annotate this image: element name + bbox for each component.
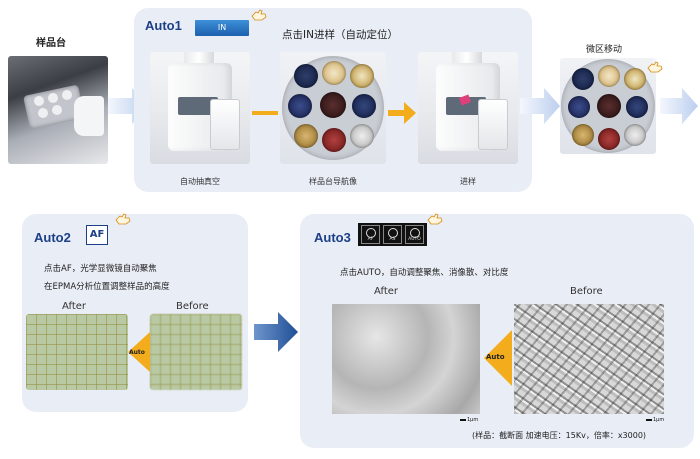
micro-move-label: 微区移动 xyxy=(586,45,623,55)
holder-navigation-photo xyxy=(280,52,386,164)
auto3-orange-arrow xyxy=(484,330,512,386)
pointer-hand-icon xyxy=(115,213,131,225)
loading-instrument-photo xyxy=(418,52,518,164)
caption-auto-vacuum: 自动抽真空 xyxy=(180,177,220,186)
scale-bar-left: 1μm xyxy=(460,417,478,423)
caption-loading: 进样 xyxy=(460,177,476,186)
auto1-heading: 点击IN进样（自动定位） xyxy=(282,29,398,41)
auto2-title: Auto2 xyxy=(34,230,71,245)
pointer-hand-icon xyxy=(251,9,267,21)
auto2-orange-arrow xyxy=(128,332,150,372)
sem-after-image xyxy=(332,304,480,414)
flow-arrow-4 xyxy=(254,312,298,352)
auto2-desc-line1: 点击AF，光学显微镜自动聚焦 xyxy=(44,264,157,274)
auto3-arrow-label: Auto xyxy=(486,353,505,361)
sample-stage-photo xyxy=(8,56,108,164)
af-icon[interactable]: AF xyxy=(361,225,380,244)
pointer-hand-icon xyxy=(427,213,443,225)
auto3-desc: 点击AUTO，自动调整聚焦、消像散、对比度 xyxy=(340,268,509,278)
orange-arrow-1 xyxy=(388,102,416,124)
orange-connector-line xyxy=(252,111,278,115)
sem-before-image xyxy=(514,304,664,414)
auto2-arrow-label: Auto xyxy=(129,349,145,356)
auto2-before-label: Before xyxy=(176,301,209,312)
pointer-hand-icon xyxy=(647,61,663,73)
auto2-after-label: After xyxy=(62,301,87,312)
auto2-desc-line2: 在EPMA分析位置调整样品的高度 xyxy=(44,282,170,292)
optical-before-image xyxy=(150,314,242,390)
flow-arrow-3 xyxy=(660,88,698,124)
auto1-title: Auto1 xyxy=(145,18,182,33)
caption-holder-navigation: 样品台导航像 xyxy=(309,177,357,186)
auto3-after-label: After xyxy=(374,286,399,297)
optical-after-image xyxy=(26,314,128,390)
auto3-title: Auto3 xyxy=(314,230,351,245)
auto3-footnote: (样品：截断面 加速电压：15Kv，倍率：x3000) xyxy=(472,431,647,440)
flow-arrow-2 xyxy=(520,88,560,124)
micro-move-photo xyxy=(560,58,656,154)
auto-icon[interactable]: AUTO xyxy=(405,225,424,244)
auto3-before-label: Before xyxy=(570,286,603,297)
stage-label: 样品台 xyxy=(36,38,66,49)
auto-icon-strip: AF AS AUTO xyxy=(358,223,427,246)
af-button[interactable]: AF xyxy=(86,225,108,245)
vacuum-instrument-photo xyxy=(150,52,250,164)
in-button[interactable]: IN xyxy=(195,20,249,36)
scale-bar-right: 1μm xyxy=(646,417,664,423)
as-icon[interactable]: AS xyxy=(383,225,402,244)
